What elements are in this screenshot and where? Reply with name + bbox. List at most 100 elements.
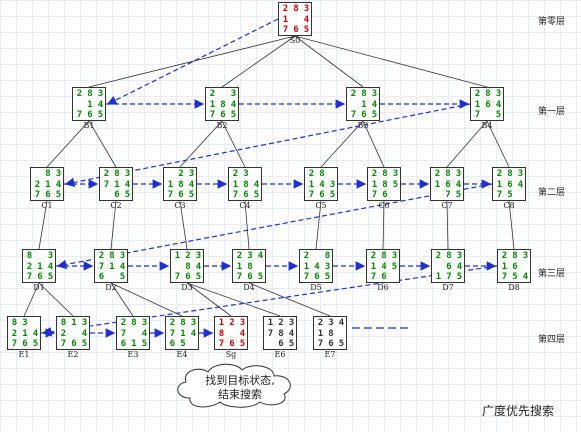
tile: 5 — [324, 272, 331, 282]
tile: 8 — [11, 318, 18, 328]
tile: 8 — [247, 261, 253, 272]
tree-edge-D2-E3 — [110, 282, 134, 317]
tile: 1 — [174, 251, 181, 261]
tile: 5 — [456, 272, 463, 282]
goal-note: 找到目标状态, 结束搜索 — [190, 374, 290, 402]
tile: 3 — [517, 169, 524, 179]
tree-edge-B2-C4 — [221, 120, 246, 168]
tile: 4 — [97, 99, 104, 110]
caption: 广度优先搜索 — [482, 404, 555, 418]
level-label: 第三层 — [538, 269, 566, 279]
tile: 3 — [303, 4, 310, 14]
tile: 7 — [60, 339, 67, 349]
node-label: B3 — [357, 121, 369, 130]
tile: 1 — [37, 261, 43, 272]
tree-edge-C6-D6 — [382, 200, 385, 250]
tile: 4 — [47, 261, 54, 272]
tile: 6 — [22, 339, 28, 349]
tree-edge-C7-D7 — [446, 200, 449, 250]
tile: 6 — [381, 272, 387, 282]
tile: 7 — [267, 328, 274, 339]
tile: 8 — [87, 89, 93, 99]
tile: 1 — [317, 328, 324, 339]
tile: 8 — [319, 169, 325, 179]
tile: 6 — [169, 339, 176, 349]
tree-edge-D1-E1 — [23, 282, 40, 317]
tile: 5 — [253, 190, 260, 200]
tile: 1 — [87, 99, 93, 110]
tree-edge-B2-C3 — [179, 120, 223, 168]
tile: 2 — [303, 251, 310, 261]
tile: 4 — [319, 179, 325, 190]
tile: 8 — [45, 169, 51, 179]
tile: 7 — [120, 328, 127, 339]
tile: 4 — [32, 328, 39, 339]
tile: 5 — [230, 110, 237, 120]
tile: 2 — [76, 89, 83, 99]
tile: 3 — [455, 169, 462, 179]
tile: 7 — [232, 190, 239, 200]
tile: 3 — [55, 169, 62, 179]
tile: 6 — [328, 339, 334, 349]
tile: 8 — [26, 251, 33, 261]
node-label: C7 — [441, 201, 453, 210]
tile: 7 — [474, 110, 481, 120]
tile: 2 — [185, 251, 191, 261]
tile: 6 — [229, 339, 235, 349]
tile: 3 — [522, 251, 529, 261]
level-label: 第四层 — [538, 335, 566, 345]
tile: 8 — [445, 169, 451, 179]
tile: 6 — [45, 190, 51, 200]
tree-edge-D4-E7 — [248, 282, 331, 317]
tile: 2 — [98, 251, 105, 261]
node-label: C6 — [378, 201, 390, 210]
tree-edge-C5-D5 — [315, 200, 322, 250]
continuation-dashes — [352, 327, 408, 329]
tree-edge-B3-C5 — [320, 120, 364, 168]
tile: 2 — [434, 169, 441, 179]
node-label: D8 — [508, 283, 520, 292]
tile: 7 — [76, 110, 83, 120]
tile: 2 — [317, 318, 324, 328]
node-label: C5 — [315, 201, 327, 210]
tree-edge-D2-E4 — [110, 282, 183, 317]
tile: 5 — [391, 261, 398, 272]
tile: 8 — [382, 179, 388, 190]
tree-edge-D3-E6 — [186, 282, 281, 317]
tree-edge-D3-Sg — [186, 282, 232, 317]
tile: 3 — [391, 251, 398, 261]
tile: 6 — [247, 272, 253, 282]
tile: 1 — [71, 318, 77, 328]
tile: 6 — [446, 261, 452, 272]
tile: 2 — [169, 318, 176, 328]
tile: 3 — [329, 179, 336, 190]
tile: 2 — [308, 169, 315, 179]
tile: 7 — [282, 25, 289, 35]
tile: 6 — [220, 110, 226, 120]
tile: 7 — [317, 339, 324, 349]
tile: 8 — [114, 169, 120, 179]
search-arrow-B4-C1 — [64, 103, 471, 188]
tile: 2 — [178, 169, 184, 179]
tile: 8 — [512, 251, 518, 261]
tree-edge-S0-B4 — [294, 35, 488, 88]
tile: 2 — [501, 251, 508, 261]
tile: 2 — [60, 328, 67, 339]
goal-note-line2: 结束搜索 — [218, 388, 262, 401]
tile: 1 — [114, 179, 120, 190]
tile: 2 — [496, 169, 503, 179]
tile: 7 — [370, 272, 377, 282]
tile: 2 — [11, 328, 18, 339]
search-arrow-D8-E1 — [41, 265, 498, 337]
